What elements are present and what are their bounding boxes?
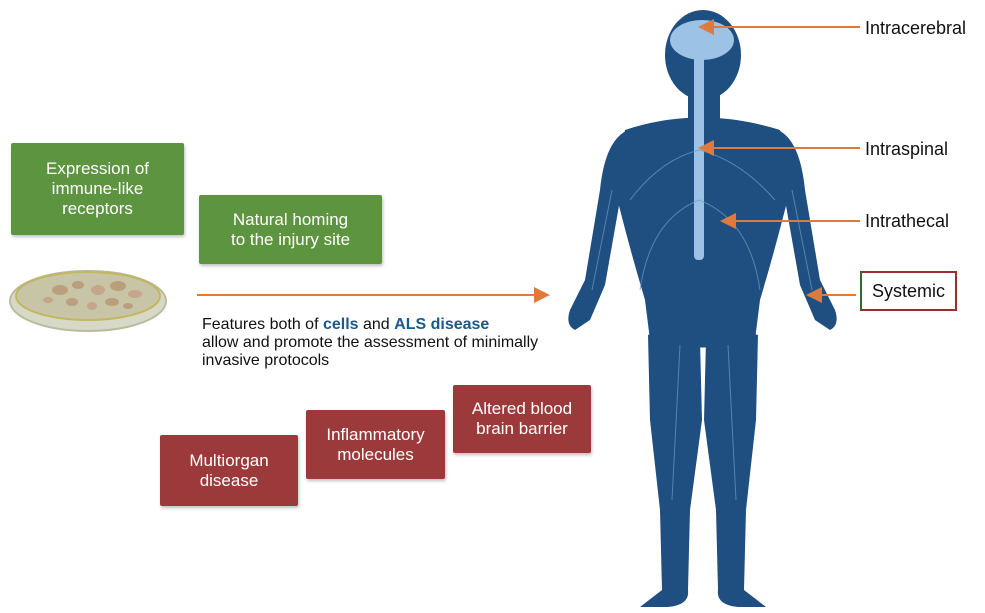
route-systemic: Systemic [860, 271, 957, 311]
features-cells: cells [323, 316, 359, 333]
receptors-box: Expression of immune-like receptors [11, 143, 184, 235]
homing-box: Natural homing to the injury site [199, 195, 382, 264]
inflammatory-box: Inflammatory molecules [306, 410, 445, 479]
features-prefix: Features both of [202, 316, 323, 333]
features-and: and [359, 316, 395, 333]
route-intraspinal: Intraspinal [865, 139, 948, 160]
features-suffix: allow and promote the assessment of mini… [202, 334, 538, 369]
features-als: ALS disease [394, 316, 489, 333]
multiorgan-box: Multiorgan disease [160, 435, 298, 506]
petri-dish-icon [10, 271, 166, 331]
spinal-cord-icon [694, 55, 704, 260]
route-intrathecal: Intrathecal [865, 211, 949, 232]
bbb-box: Altered blood brain barrier [453, 385, 591, 453]
features-text: Features both of cells and ALS disease a… [202, 316, 562, 370]
route-intracerebral: Intracerebral [865, 18, 966, 39]
